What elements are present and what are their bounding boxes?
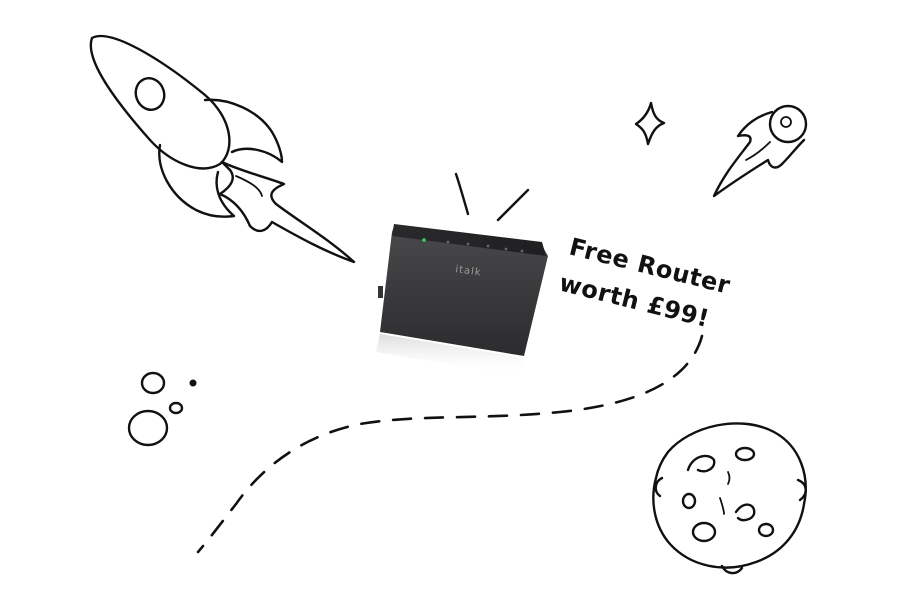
dashed-trajectory	[196, 334, 704, 554]
router-icon: italk	[376, 224, 548, 376]
bubbles-icon	[127, 371, 197, 447]
moon-icon	[652, 422, 807, 575]
rocket-icon	[89, 34, 356, 264]
comet-icon	[712, 104, 808, 198]
router-led	[422, 238, 426, 242]
sparkle-icon	[634, 101, 666, 146]
promo-text: Free Router worth £99!	[557, 233, 734, 333]
router-brand-label: italk	[455, 264, 483, 279]
signal-lines-icon	[454, 172, 530, 222]
